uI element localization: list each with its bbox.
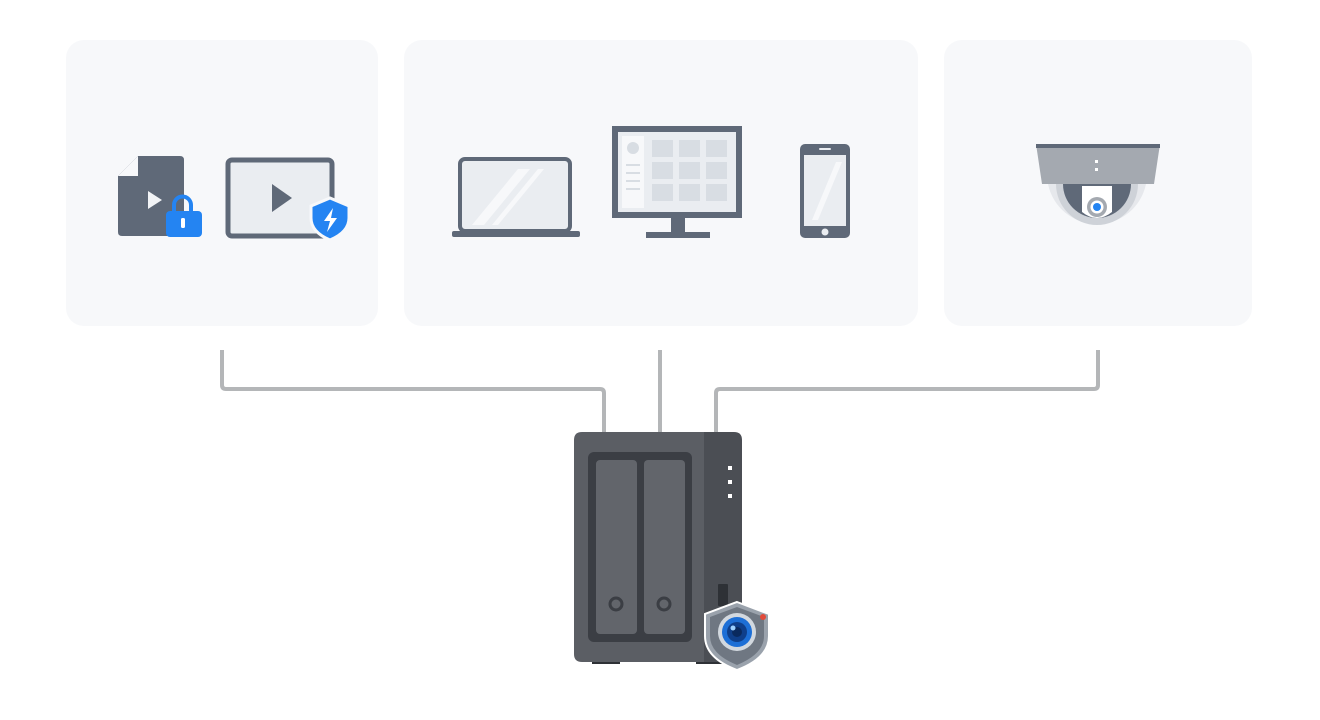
- surveillance-station-badge-icon: [704, 600, 770, 672]
- laptop-icon: [452, 157, 580, 237]
- shield-bolt-icon: [309, 196, 351, 242]
- dome-camera-icon: [1036, 144, 1160, 225]
- desktop-monitor-icon: [612, 126, 742, 238]
- lock-icon: [166, 194, 202, 237]
- secure-video-player-icon: [225, 157, 351, 242]
- drive-bay-1: [596, 460, 637, 634]
- status-led: [728, 466, 732, 470]
- connector-right: [714, 350, 1100, 434]
- status-led: [728, 480, 732, 484]
- usb-port: [718, 584, 728, 606]
- status-led: [728, 494, 732, 498]
- connector-left: [220, 350, 606, 434]
- smartphone-icon: [800, 144, 850, 238]
- encrypted-video-file-icon: [118, 156, 202, 237]
- drive-bay-2: [644, 460, 685, 634]
